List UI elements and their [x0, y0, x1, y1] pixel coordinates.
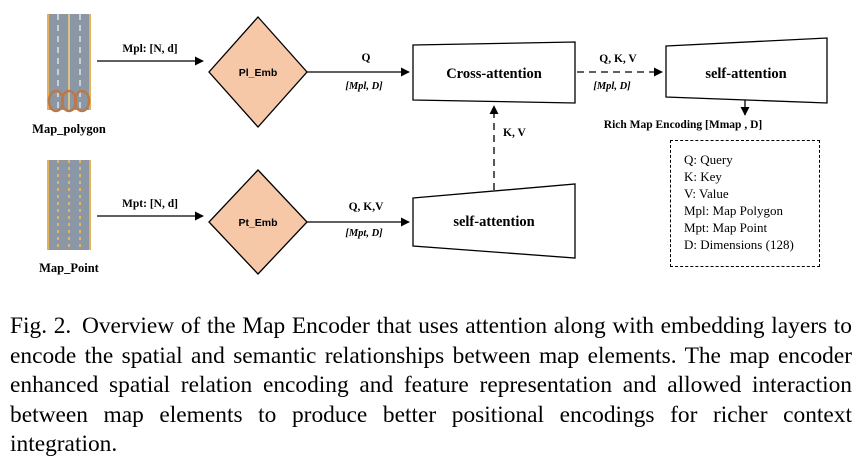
point-arrow-label: Mpt: [N, d] [122, 198, 178, 210]
self-attention-top-block [665, 37, 828, 104]
output-label: Rich Map Encoding [Mmap , D] [604, 119, 762, 131]
map-polygon-label: Map_polygon [32, 122, 106, 136]
pl-emb-node [208, 16, 308, 128]
map-encoder-diagram: Map_polygon Map_Point Mpl: [N, d] Mpt: [… [32, 14, 828, 275]
pl-to-cross-bottom-label: [Mpl, D] [345, 81, 383, 92]
legend-box: Q: Query K: Key V: Value Mpl: Map Polygo… [670, 140, 820, 267]
cross-attention-block [412, 41, 576, 104]
legend-item-query: Q: Query [684, 152, 733, 167]
map-polygon-image [47, 14, 91, 113]
self-attention-bottom-block [412, 183, 576, 259]
legend-item-map-polygon: Mpl: Map Polygon [684, 202, 783, 218]
figure-caption: Fig. 2. Overview of the Map Encoder that… [10, 312, 852, 460]
caption-text: Overview of the Map Encoder that uses at… [10, 313, 852, 458]
self-attention-bottom-label: self-attention [453, 214, 534, 230]
map-point-image [47, 160, 91, 250]
self-attention-top-label: self-attention [705, 66, 786, 82]
cross-to-self-top-label: Q, K, V [599, 53, 637, 65]
cross-to-self-bottom-label: [Mpl, D] [593, 81, 631, 92]
legend-item-map-point: Mpt: Map Point [684, 219, 768, 235]
legend-item-dimensions: D: Dimensions (128) [684, 236, 794, 252]
self-to-cross-label: K, V [503, 127, 526, 139]
pt-to-self-top-label: Q, K,V [349, 201, 385, 213]
legend-item-value: V: Value [684, 185, 729, 201]
map-point-label: Map_Point [39, 261, 100, 275]
legend-item-key: K: Key [684, 168, 722, 184]
pt-emb-label: Pt_Emb [238, 217, 277, 229]
cross-attention-label: Cross-attention [446, 66, 542, 82]
pl-emb-label: Pl_Emb [239, 67, 278, 79]
pt-to-self-bottom-label: [Mpt, D] [345, 228, 383, 239]
pl-to-cross-top-label: Q [362, 52, 371, 64]
polygon-arrow-label: Mpl: [N, d] [122, 43, 177, 55]
figure-number: Fig. 2. [10, 313, 72, 339]
pt-emb-node [208, 169, 308, 275]
